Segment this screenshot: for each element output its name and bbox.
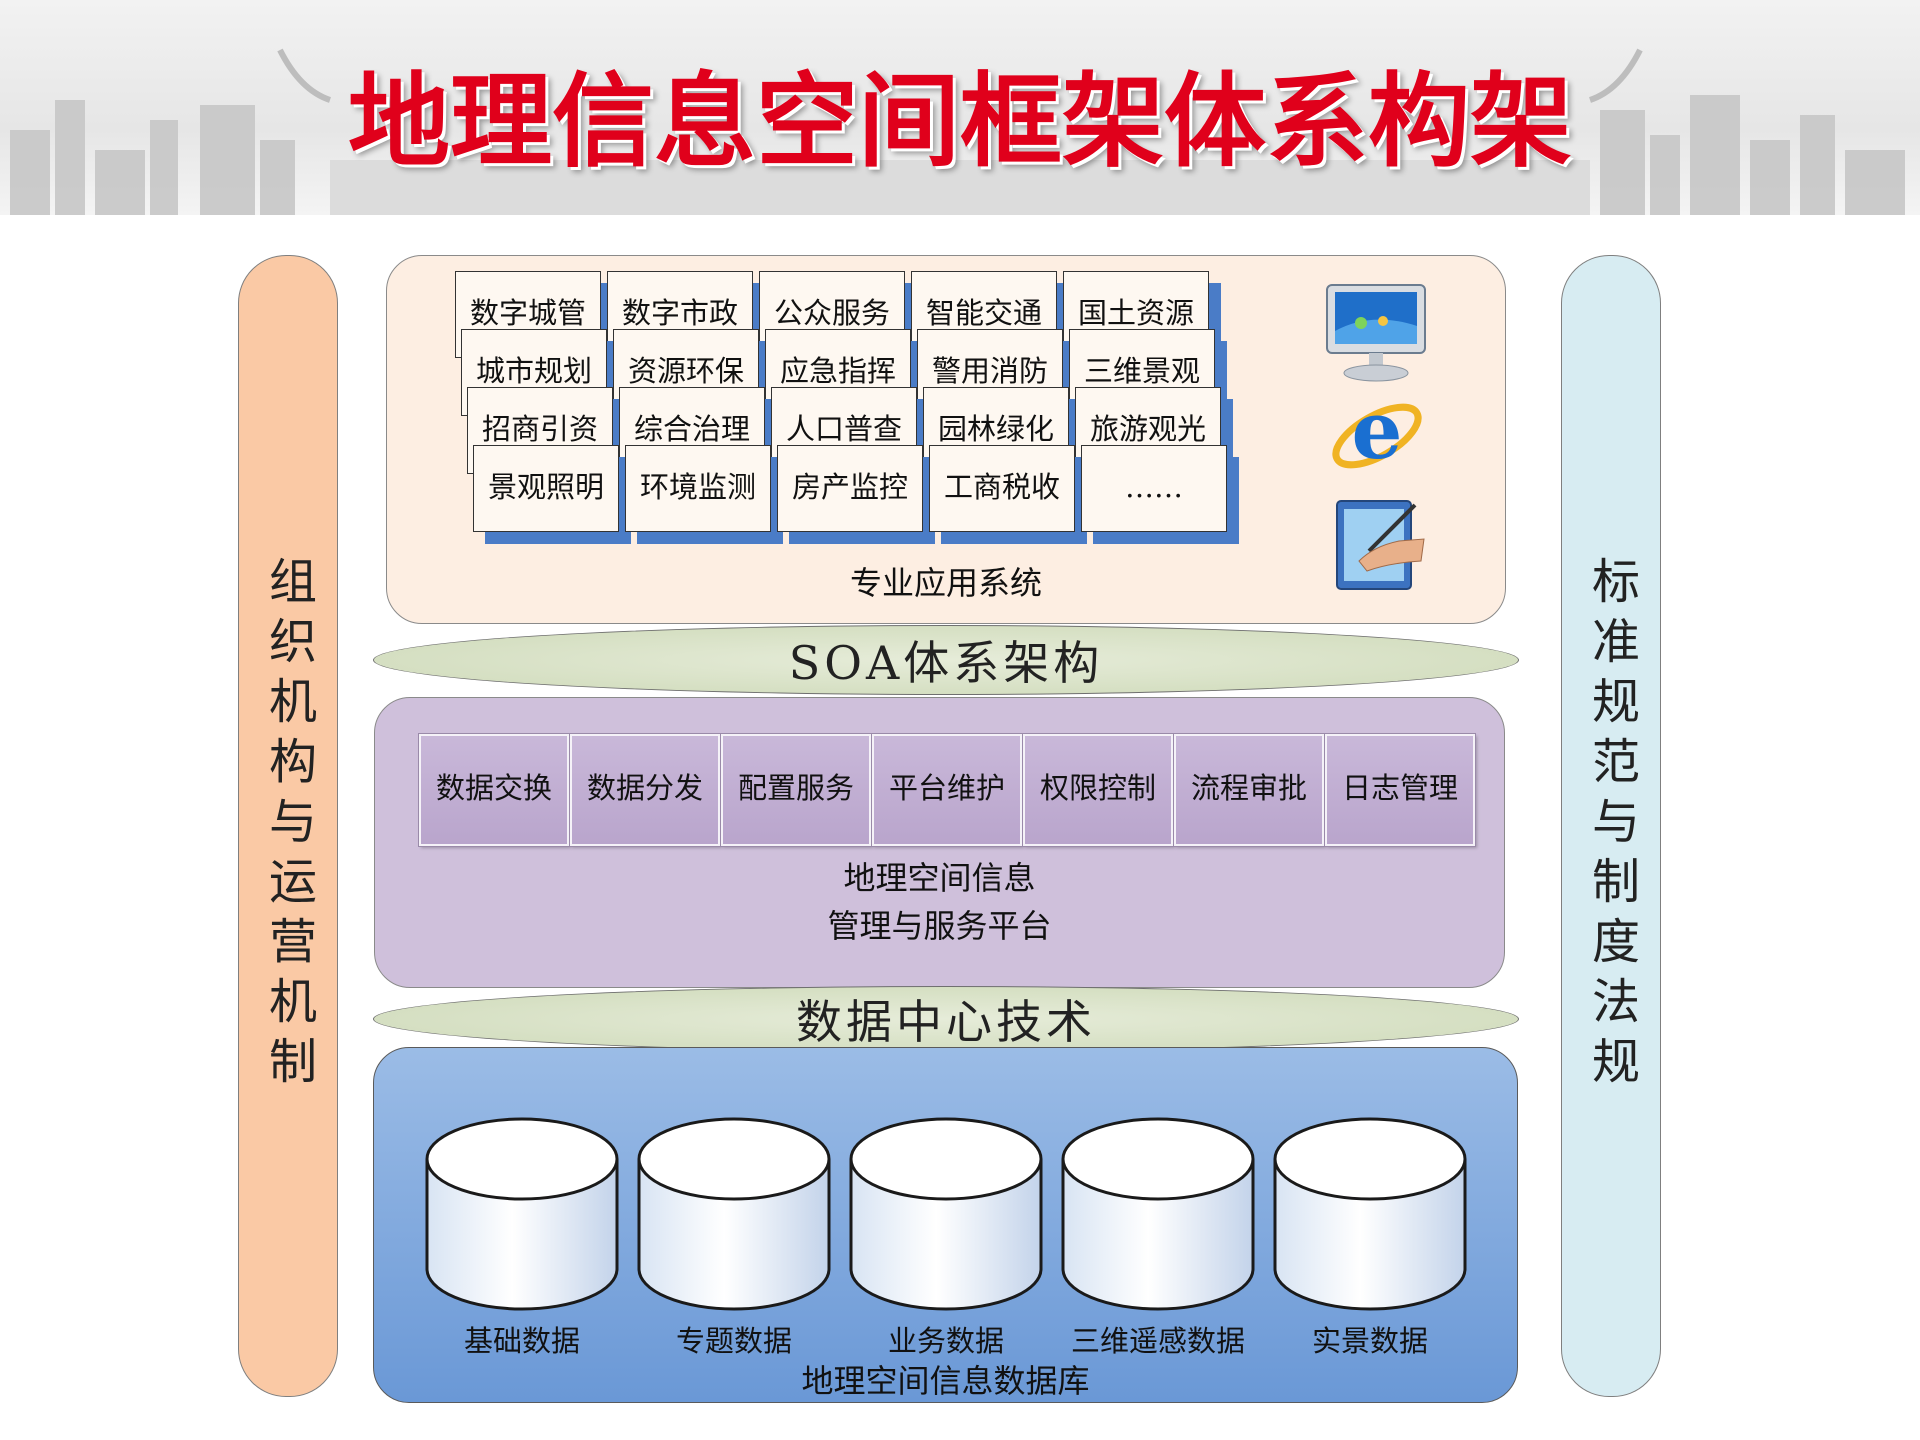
database-cylinder-icon <box>1273 1117 1467 1311</box>
app-card: 环境监测 <box>625 445 771 532</box>
datacenter-band-label: 数据中心技术 <box>796 995 1096 1049</box>
service-box: 配置服务 <box>720 733 872 847</box>
database-item-label: 三维遥感数据 <box>1070 1324 1245 1358</box>
management-service-platform-panel: 数据交换数据分发配置服务平台维护权限控制流程审批日志管理 地理空间信息 管理与服… <box>374 697 1505 988</box>
app-card: 景观照明 <box>473 445 619 532</box>
application-systems-panel: 数字城管数字市政公众服务智能交通国土资源城市规划资源环保应急指挥警用消防三维景观… <box>386 255 1506 624</box>
geospatial-database-panel: 基础数据 专题数据 业务数据 三维遥感数据 实景数据 地理空间信息数据库 <box>373 1047 1518 1403</box>
right-pillar-standards: 标准规范与制度法规 <box>1561 255 1661 1397</box>
database-cylinder-icon <box>425 1117 619 1311</box>
app-card: 工商税收 <box>929 445 1075 532</box>
left-pillar-label: 组织机构与运营机制 <box>260 556 316 1096</box>
service-box: 日志管理 <box>1324 733 1476 847</box>
database-item-label: 基础数据 <box>463 1324 580 1358</box>
page-title: 地理信息空间框架体系构架 <box>348 63 1572 182</box>
app-card: …… <box>1081 445 1227 532</box>
database-item-label: 业务数据 <box>887 1324 1004 1358</box>
platform-caption-line1: 地理空间信息 <box>843 859 1036 897</box>
header-banner: 地理信息空间框架体系构架 <box>0 0 1920 215</box>
city-skyline-decoration <box>10 48 1905 215</box>
database-cylinder-icon <box>849 1117 1043 1311</box>
service-box: 数据分发 <box>569 733 721 847</box>
database-caption: 地理空间信息数据库 <box>801 1362 1090 1400</box>
service-box: 流程审批 <box>1173 733 1325 847</box>
data-center-technology-band: 数据中心技术 <box>373 986 1519 1052</box>
platform-caption-line2: 管理与服务平台 <box>827 907 1052 945</box>
database-cylinder-icon <box>1061 1117 1255 1311</box>
database-item-label: 实景数据 <box>1311 1324 1428 1358</box>
left-pillar-organization: 组织机构与运营机制 <box>238 255 338 1397</box>
soa-architecture-band: SOA体系架构 <box>373 625 1519 695</box>
right-pillar-label: 标准规范与制度法规 <box>1583 556 1639 1096</box>
soa-band-label: SOA体系架构 <box>788 636 1104 690</box>
application-panel-caption: 专业应用系统 <box>849 564 1042 602</box>
service-box: 权限控制 <box>1022 733 1174 847</box>
svg-text:e: e <box>1352 386 1403 477</box>
app-card: 房产监控 <box>777 445 923 532</box>
database-item-label: 专题数据 <box>675 1324 792 1358</box>
service-box: 平台维护 <box>871 733 1023 847</box>
desktop-monitor-icon <box>1326 284 1426 382</box>
database-cylinder-icon <box>637 1117 831 1311</box>
internet-explorer-icon: e <box>1332 386 1422 477</box>
app-card: 旅游观光 <box>1075 387 1221 474</box>
service-box: 数据交换 <box>418 733 570 847</box>
tablet-pen-icon <box>1336 500 1425 590</box>
